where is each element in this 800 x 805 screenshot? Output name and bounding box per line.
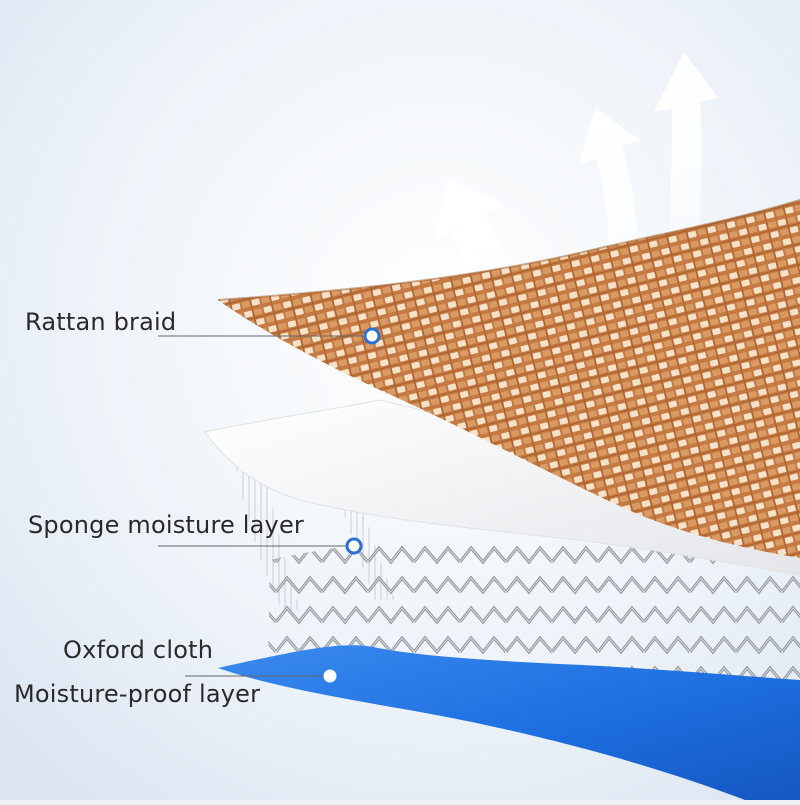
sponge-sheet-layer	[204, 399, 800, 576]
rattan-layer	[218, 200, 800, 558]
circle-marker-icon	[363, 327, 381, 345]
circle-marker-icon	[345, 537, 363, 555]
leader-lines	[158, 335, 372, 677]
circle-marker-icon	[323, 669, 337, 683]
label-sponge-moisture-layer: Sponge moisture layer	[28, 511, 304, 539]
label-oxford-cloth: Oxford cloth	[63, 636, 214, 664]
label-rattan-braid: Rattan braid	[25, 308, 177, 336]
oxford-cloth-layer	[218, 645, 800, 800]
label-moisture-proof-layer: Moisture-proof layer	[14, 680, 261, 708]
mesh-layer	[268, 536, 800, 690]
